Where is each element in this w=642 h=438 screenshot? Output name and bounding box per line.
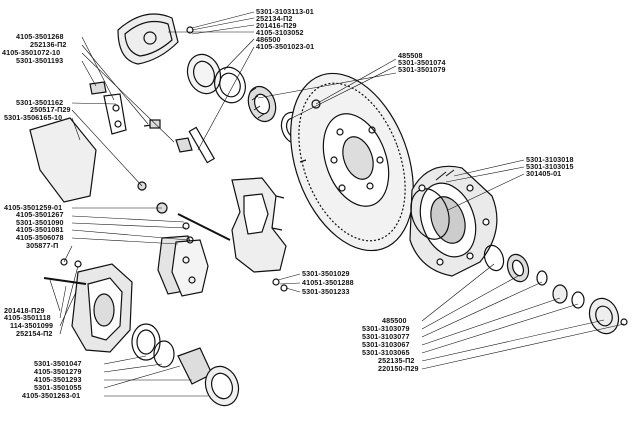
part-label: 5301-3501079 [398,65,446,74]
part-label: 252154-П2 [16,329,53,338]
part-label: 250517-П29 [30,105,71,114]
part-label: 5301-3501193 [16,56,64,65]
part-label: 4105-3501118 [4,313,51,322]
part-label: 305877-П [26,241,59,250]
mudguard-shield [117,13,179,65]
part-label: 5301-3506165-10 [4,113,63,122]
part-label: 5301-3501047 [34,359,82,368]
part-label: 5301-3103067 [362,340,410,349]
part-label: 5301-3501162 [16,98,64,107]
part-label: 5301-3501074 [398,58,446,67]
brake-pads [157,235,209,297]
part-label: 486500 [256,35,281,44]
outer-bearing-and-cap [483,244,628,335]
part-label: 301405-01 [526,169,562,178]
part-label: 5301-3501090 [16,218,64,227]
leader-lines [49,11,625,397]
part-label: 5301-3103015 [526,162,574,171]
part-label: 485500 [382,316,407,325]
part-label: 4105-3501081 [16,225,64,234]
part-label: 5301-3103079 [362,324,410,333]
brake-carrier [231,177,287,273]
part-label: 201416-П29 [256,21,297,30]
part-label: 114-3501099 [10,321,54,330]
part-label: 201418-П29 [4,306,45,315]
part-label: 5301-3103065 [362,348,410,357]
caliper-pistons [131,323,240,407]
part-label: 5301-3501055 [34,383,82,392]
part-label: 4105-3501293 [34,375,82,384]
part-label: 252135-П2 [378,356,415,365]
part-label: 5301-3501233 [302,287,350,296]
part-label: 5301-3103077 [362,332,410,341]
brake-disc [290,72,414,252]
part-label: 4105-3501023-01 [256,42,315,51]
hub-seal-rings [186,53,246,104]
part-label: 252134-П2 [256,14,293,23]
part-label: 252136-П2 [30,40,67,49]
part-label: 4105-3501279 [34,367,82,376]
part-label: 220150-П29 [378,364,419,373]
part-label: 485508 [398,51,423,60]
part-label: 5301-3501029 [302,269,350,278]
part-label: 5301-3103113-01 [256,7,314,16]
wheel-hub [409,165,498,277]
part-label: 41051-3501288 [302,278,354,287]
part-label: 4105-3501263-01 [22,391,81,400]
caliper-body [71,263,133,353]
part-label: 4105-3501267 [16,210,64,219]
part-label: 4105-3501259-01 [4,203,63,212]
part-label: 4105-3506078 [16,233,64,242]
part-label: 5301-3103018 [526,155,574,164]
part-label: 4105-3501072-10 [2,48,61,57]
part-label: 4105-3103052 [256,28,304,37]
part-label: 4105-3501268 [16,32,64,41]
